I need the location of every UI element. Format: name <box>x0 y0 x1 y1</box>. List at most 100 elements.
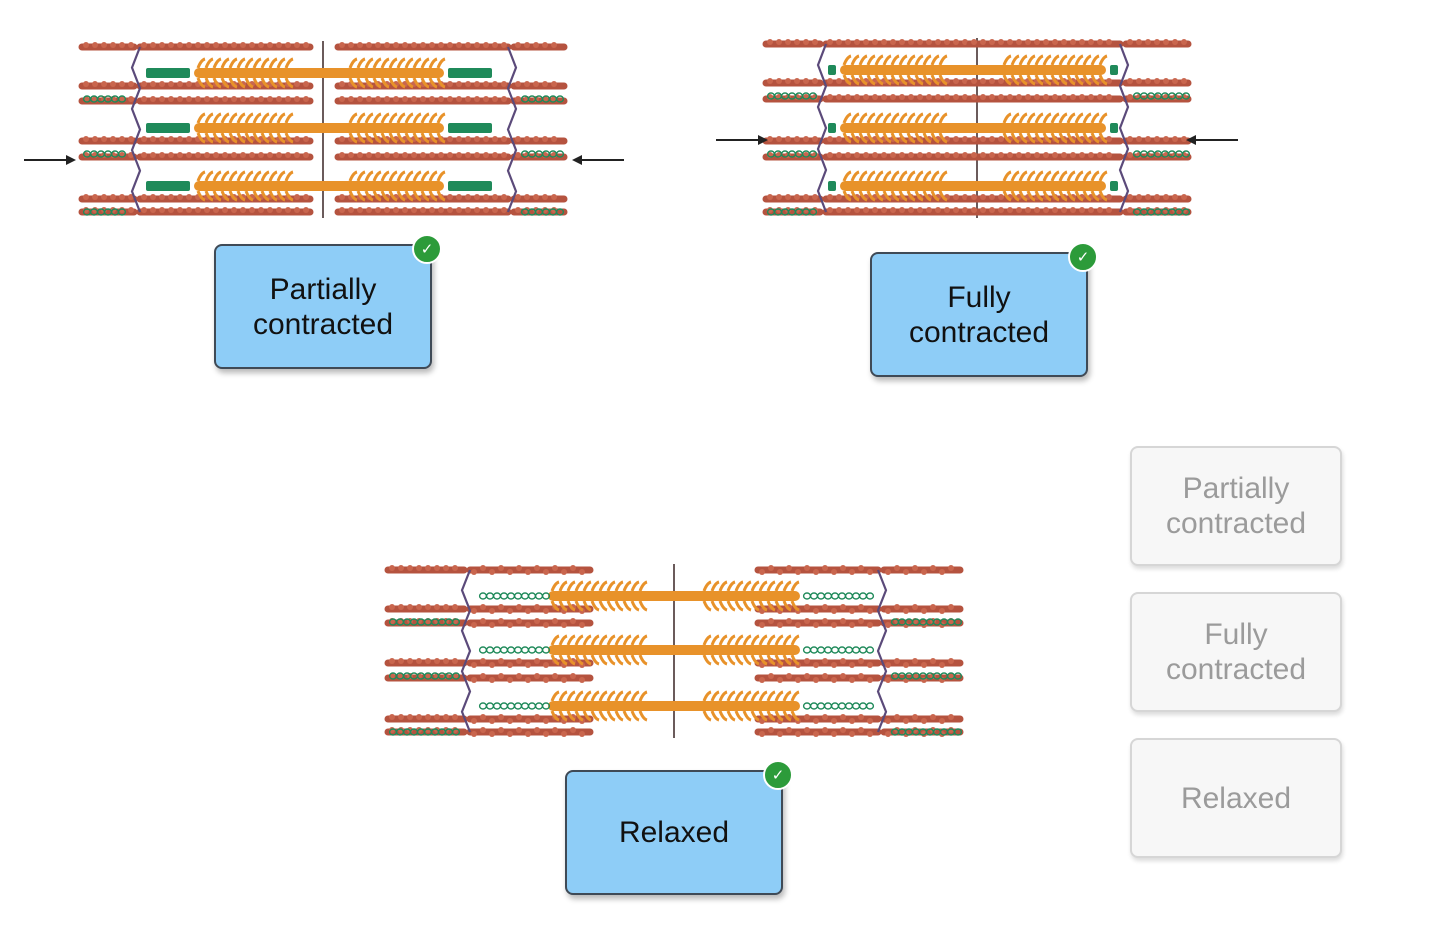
actin-filament <box>136 42 314 51</box>
titin-coil <box>82 208 127 216</box>
sarcomere-relaxed <box>384 550 964 750</box>
titin-coil <box>766 208 818 216</box>
actin-filament <box>510 194 568 203</box>
myosin-filament <box>194 112 446 144</box>
placed-label-partially-contracted[interactable]: Partially contracted ✓ <box>214 234 442 369</box>
check-circle-icon: ✓ <box>1068 242 1098 272</box>
sarcomere-partially-contracted-illustration <box>78 41 568 218</box>
titin-coil <box>388 728 461 736</box>
titin-coil <box>802 592 875 600</box>
titin-anchor <box>448 123 492 133</box>
placed-label-fully-contracted[interactable]: Fully contracted ✓ <box>870 242 1098 377</box>
titin-anchor <box>146 181 190 191</box>
z-disc <box>816 43 828 213</box>
titin-coil <box>890 728 963 736</box>
z-disc <box>876 569 888 733</box>
actin-filament <box>78 42 138 51</box>
titin-anchor <box>828 123 836 133</box>
actin-filament <box>466 618 594 628</box>
actin-filament <box>510 81 568 90</box>
titin-coil <box>802 702 875 710</box>
bank-item-fully-contracted[interactable]: Fully contracted <box>1130 592 1342 712</box>
titin-anchor <box>1110 181 1118 191</box>
actin-filament <box>754 604 882 614</box>
actin-filament <box>966 94 1124 103</box>
titin-coil <box>478 702 551 710</box>
actin-filament <box>822 152 980 161</box>
titin-anchor <box>448 181 492 191</box>
actin-filament <box>880 714 964 724</box>
actin-filament <box>822 39 980 48</box>
check-circle-icon: ✓ <box>763 760 793 790</box>
arrow-right-icon <box>716 135 768 145</box>
actin-filament <box>334 152 512 161</box>
arrow-left-icon <box>1186 135 1238 145</box>
titin-coil <box>388 672 461 680</box>
actin-filament <box>754 673 882 683</box>
actin-filament <box>762 136 824 145</box>
titin-coil <box>478 646 551 654</box>
titin-coil <box>1132 208 1191 216</box>
actin-filament <box>966 207 1124 216</box>
actin-filament <box>78 81 138 90</box>
actin-filament <box>384 565 468 574</box>
actin-filament <box>762 194 824 203</box>
actin-filament <box>822 94 980 103</box>
sarcomere-partially-contracted <box>78 28 568 228</box>
actin-filament <box>754 565 882 575</box>
actin-filament <box>466 673 594 683</box>
titin-coil <box>82 150 127 158</box>
bank-item-text: Relaxed <box>1180 781 1292 815</box>
actin-filament <box>966 152 1124 161</box>
actin-filament <box>384 714 468 723</box>
titin-coil <box>1132 150 1191 158</box>
titin-coil <box>766 92 818 100</box>
myosin-filament <box>840 112 1108 144</box>
actin-filament <box>136 207 314 216</box>
placed-label-text: Partially contracted <box>252 272 394 341</box>
actin-filament <box>510 42 568 51</box>
actin-filament <box>822 207 980 216</box>
actin-filament <box>1122 39 1192 48</box>
actin-filament <box>136 96 314 105</box>
actin-filament <box>78 194 138 203</box>
myosin-filament <box>548 690 800 722</box>
bank-item-relaxed[interactable]: Relaxed <box>1130 738 1342 858</box>
z-disc <box>1118 43 1130 213</box>
titin-coil <box>82 95 127 103</box>
actin-filament <box>510 136 568 145</box>
titin-coil <box>520 95 565 103</box>
titin-anchor <box>146 68 190 78</box>
myosin-filament <box>548 634 800 666</box>
actin-filament <box>1122 136 1192 145</box>
titin-coil <box>890 618 963 626</box>
sarcomere-fully-contracted <box>762 24 1192 239</box>
actin-filament <box>334 207 512 216</box>
actin-filament <box>466 727 594 737</box>
actin-filament <box>78 136 138 145</box>
bank-item-partially-contracted[interactable]: Partially contracted <box>1130 446 1342 566</box>
placed-label-relaxed[interactable]: Relaxed ✓ <box>565 760 793 895</box>
titin-coil <box>890 672 963 680</box>
titin-coil <box>520 150 565 158</box>
bank-item-text: Partially contracted <box>1165 472 1307 540</box>
titin-anchor <box>146 123 190 133</box>
actin-filament <box>136 152 314 161</box>
titin-coil <box>478 592 551 600</box>
sarcomere-relaxed-illustration <box>384 564 964 738</box>
myosin-filament <box>194 170 446 202</box>
myosin-filament <box>840 54 1108 86</box>
titin-anchor <box>448 68 492 78</box>
actin-filament <box>966 39 1124 48</box>
titin-coil <box>388 618 461 626</box>
myosin-filament <box>194 57 446 89</box>
titin-coil <box>766 150 818 158</box>
titin-coil <box>1132 92 1191 100</box>
actin-filament <box>334 96 512 105</box>
titin-anchor <box>828 65 836 75</box>
titin-anchor <box>828 181 836 191</box>
actin-filament <box>762 78 824 87</box>
actin-filament <box>384 658 468 667</box>
actin-filament <box>880 658 964 668</box>
titin-anchor <box>1110 123 1118 133</box>
